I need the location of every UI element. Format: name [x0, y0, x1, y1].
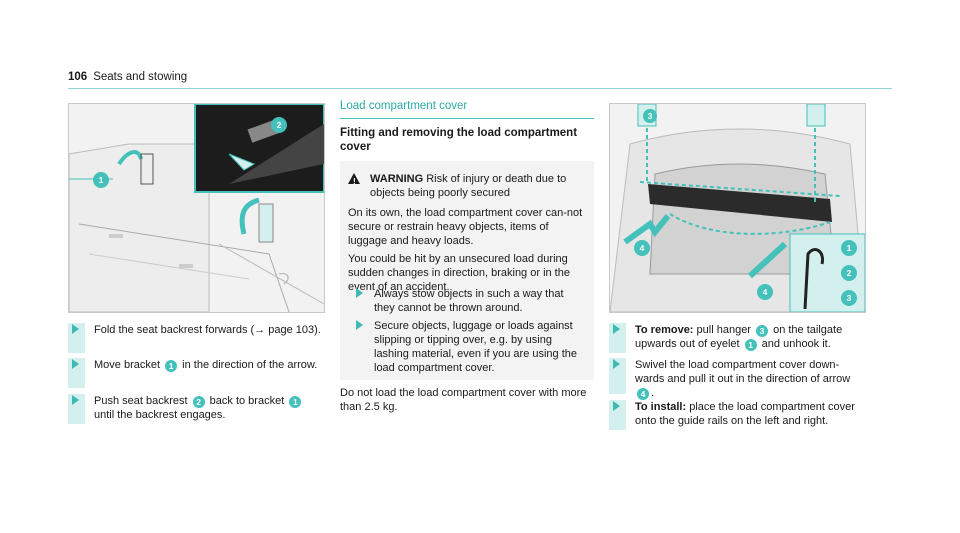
step-arrow-icon	[613, 401, 620, 411]
step-arrow-icon	[356, 288, 363, 298]
warning-box: ! WARNING Risk of injury or death due to…	[340, 161, 594, 380]
subsection-title: Fitting and removing the load compartmen…	[340, 127, 578, 153]
step-text-part: Push seat backrest	[94, 395, 191, 407]
warning-head-line-2: objects being poorly secured	[370, 187, 511, 199]
callout-3: 3	[841, 290, 857, 306]
warning-paragraph-2: You could be hit by an unsecured load du…	[348, 253, 570, 293]
callout-1: 1	[165, 360, 178, 372]
step-text: Push seat backrest 2 back to bracket 1 u…	[94, 394, 323, 422]
step-arrow-icon	[72, 359, 79, 369]
warning-label: WARNING	[370, 173, 424, 185]
callout-1: 1	[744, 339, 757, 351]
callout-2: 2	[841, 265, 857, 281]
warning-head-text: Risk of injury or death due to	[426, 173, 567, 185]
warning-step-secure: Secure objects, luggage or loads against…	[348, 319, 584, 375]
callout-3: 3	[643, 109, 657, 123]
warning-paragraph-1: On its own, the load compartment cover c…	[348, 207, 583, 247]
step-fold-backrest: Fold the seat backrest forwards (→ page …	[68, 323, 323, 353]
callout-3: 3	[756, 325, 769, 337]
seat-backrest-figure: 1 2	[68, 103, 325, 313]
callout-2: 2	[192, 396, 205, 408]
step-text-part: in the direction of the arrow.	[179, 359, 318, 371]
step-push-backrest: Push seat backrest 2 back to bracket 1 u…	[68, 394, 323, 424]
section-name: Seats and stowing	[93, 71, 188, 83]
step-lead: To install:	[635, 401, 687, 413]
step-text-part: until the backrest engages.	[94, 409, 226, 421]
warning-triangle-icon: !	[348, 173, 360, 186]
step-text-part: on the tailgate upwards out of eyelet	[635, 324, 843, 350]
load-cover-illustration	[610, 104, 865, 312]
step-arrow-icon	[72, 395, 79, 405]
section-divider	[340, 118, 594, 119]
warning-step-text: Always stow objects in such a way that t…	[374, 288, 564, 314]
callout-4: 4	[634, 240, 650, 256]
step-text-part: pull hanger	[693, 324, 755, 336]
page-header: 106 Seats and stowing	[68, 71, 187, 83]
step-text-part: Swivel the load compartment cover down-w…	[635, 359, 851, 385]
step-arrow-icon	[72, 324, 79, 334]
step-swivel-cover: Swivel the load compartment cover down-w…	[609, 358, 864, 400]
callout-1: 1	[841, 240, 857, 256]
seat-backrest-illustration	[69, 104, 324, 312]
warning-body: On its own, the load compartment cover c…	[348, 206, 588, 294]
step-arrow-icon	[613, 324, 620, 334]
warning-head-line-1: WARNING Risk of injury or death due to	[370, 172, 590, 186]
step-text: Move bracket 1 in the direction of the a…	[94, 358, 323, 372]
callout-1: 1	[93, 172, 109, 188]
step-text: Swivel the load compartment cover down-w…	[635, 358, 864, 400]
load-cover-figure: 3 4 4 1 2 3	[609, 103, 866, 313]
step-install: To install: place the load compartment c…	[609, 400, 864, 430]
step-text-part: .	[651, 387, 655, 399]
callout-1: 1	[289, 396, 302, 408]
step-text: Fold the seat backrest forwards (→ page …	[94, 324, 321, 336]
step-text: To install: place the load compartment c…	[635, 400, 864, 428]
callout-4: 4	[637, 388, 649, 400]
step-arrow-icon	[613, 359, 620, 369]
step-arrow-icon	[356, 320, 363, 330]
warning-step-stow: Always stow objects in such a way that t…	[348, 287, 584, 315]
step-text-part: place the load compartment cover onto th…	[635, 401, 855, 427]
step-text-part: back to bracket	[206, 395, 288, 407]
page-number: 106	[68, 71, 88, 83]
step-text-part: Move bracket	[94, 359, 164, 371]
step-remove: To remove: pull hanger 3 on the tailgate…	[609, 323, 864, 353]
warning-step-text: Secure objects, luggage or loads against…	[374, 320, 578, 374]
step-lead: To remove:	[635, 324, 694, 336]
callout-4: 4	[757, 284, 773, 300]
step-text: To remove: pull hanger 3 on the tailgate…	[635, 323, 864, 351]
load-limit-note: Do not load the load compartment cover w…	[340, 387, 587, 413]
step-move-bracket: Move bracket 1 in the direction of the a…	[68, 358, 323, 388]
callout-2: 2	[271, 117, 287, 133]
header-divider	[68, 88, 892, 89]
section-title: Load compartment cover	[340, 100, 468, 112]
step-text-part: and unhook it.	[758, 338, 831, 350]
